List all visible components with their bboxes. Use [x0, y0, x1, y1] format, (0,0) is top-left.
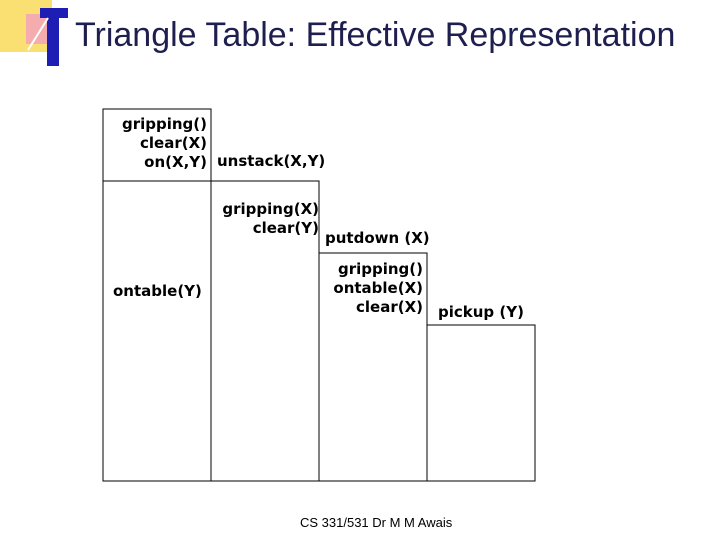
slide-footer: CS 331/531 Dr M M Awais — [300, 515, 453, 530]
row2-col0: ontable(Y) — [113, 282, 202, 300]
slide-title: Triangle Table: Effective Representation — [75, 16, 676, 54]
row2-pre-line: gripping() — [337, 260, 423, 278]
row0-preconditions: gripping() clear(X) on(X,Y) — [103, 115, 207, 172]
row2-pre-line: ontable(X) — [333, 279, 423, 297]
row2-preconditions: gripping() ontable(X) clear(X) — [319, 260, 423, 317]
row1-preconditions: gripping(X) clear(Y) — [211, 200, 319, 238]
row1-pre-line: gripping(X) — [222, 200, 319, 218]
row2-pre-line: clear(X) — [355, 298, 423, 316]
row0-pre-line: clear(X) — [139, 134, 207, 152]
row1-pre-line: clear(Y) — [252, 219, 319, 237]
row0-pre-line: gripping() — [121, 115, 207, 133]
row0-pre-line: on(X,Y) — [144, 153, 207, 171]
slide-logo-icon — [0, 0, 68, 66]
row0-action: unstack(X,Y) — [217, 152, 326, 170]
row1-action: putdown (X) — [325, 229, 430, 247]
row2-action: pickup (Y) — [438, 303, 524, 321]
